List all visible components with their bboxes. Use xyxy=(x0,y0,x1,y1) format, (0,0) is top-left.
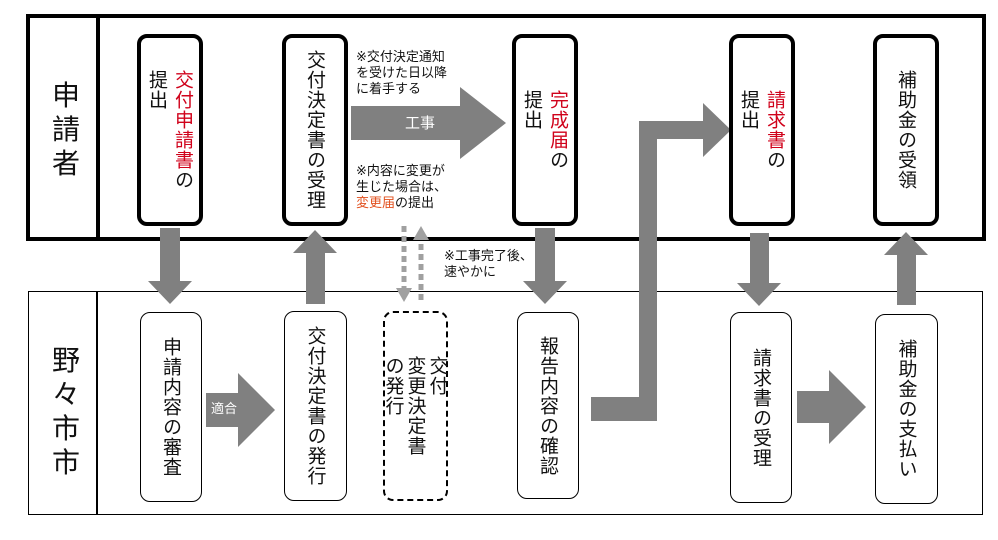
lane-divider xyxy=(96,18,100,237)
step-payment: 補助金の支払い xyxy=(875,314,938,504)
lane-label-char: 請 xyxy=(51,113,80,146)
step-request-receive-text: 請求書の受理 xyxy=(750,347,772,468)
arrow-report-to-request xyxy=(591,103,731,421)
step-complete-rest: の 提出 xyxy=(521,90,569,170)
lane-label-char: 申 xyxy=(51,79,80,112)
city-lane xyxy=(28,291,983,515)
applicant-lane-label: 申 請 者 xyxy=(46,79,86,181)
step-apply: 交付申請書の 提出 xyxy=(137,34,203,226)
note-change: ※内容に変更が 生じた場合は、 変更届の提出 xyxy=(356,164,447,212)
step-grant-issue: 交付決定書の発行 xyxy=(284,311,347,501)
arrow-payment-to-subsidy xyxy=(884,232,928,305)
step-complete-highlight: 完成届 xyxy=(547,90,569,150)
note-line: ※交付決定通知 xyxy=(356,50,445,65)
lane-label-char: 市 xyxy=(51,412,80,445)
lane-label-char: 々 xyxy=(51,378,80,411)
arrow-grant-issue-to-receive xyxy=(293,230,337,304)
note-line: ※工事完了後、 xyxy=(444,249,533,264)
step-review: 申請内容の審査 xyxy=(140,312,202,502)
note-start: ※交付決定通知 を受けた日以降 に着手する xyxy=(356,50,447,98)
step-complete: 完成届の 提出 xyxy=(512,34,578,226)
arrow-apply-to-review xyxy=(148,228,192,304)
step-change-issue-text: 交付 変更決定書 の発行 xyxy=(382,356,449,456)
step-request-rest: の 提出 xyxy=(738,90,786,170)
step-apply-highlight: 交付申請書 xyxy=(172,70,194,170)
lane-label-char: 野 xyxy=(51,344,80,377)
step-review-text: 申請内容の審査 xyxy=(160,337,182,477)
arrow-request-to-receive xyxy=(737,233,781,306)
step-request-highlight: 請求書 xyxy=(764,90,786,150)
arrow-approve xyxy=(206,373,275,447)
step-payment-text: 補助金の支払い xyxy=(895,339,918,479)
step-request: 請求書の 提出 xyxy=(729,34,795,226)
step-report-check-text: 報告内容の確認 xyxy=(537,335,559,476)
arrow-work xyxy=(351,87,506,159)
step-grant-issue-text: 交付決定書の発行 xyxy=(304,326,327,486)
note-change-highlight: 変更届 xyxy=(356,196,396,211)
lane-divider xyxy=(96,292,98,514)
note-line: 速やかに xyxy=(444,265,497,280)
arrow-receive-to-payment xyxy=(797,370,866,444)
work-label: 工事 xyxy=(405,114,436,132)
note-line: ※内容に変更が xyxy=(356,164,445,179)
applicant-lane xyxy=(26,14,986,241)
approve-label: 適合 xyxy=(211,402,238,417)
step-request-receive: 請求書の受理 xyxy=(730,312,792,503)
note-after: ※工事完了後、 速やかに xyxy=(444,249,533,281)
note-line: を受けた日以降 xyxy=(356,66,448,81)
step-report-check: 報告内容の確認 xyxy=(517,312,579,499)
step-subsidy-receive-text: 補助金の受領 xyxy=(895,70,917,190)
step-apply-rest: の 提出 xyxy=(146,70,194,190)
step-grant-receive: 交付決定書の受理 xyxy=(282,34,348,226)
note-line: に着手する xyxy=(356,82,422,97)
step-change-issue: 交付 変更決定書 の発行 xyxy=(382,311,449,501)
arrow-complete-to-report xyxy=(523,228,567,304)
lane-label-char: 市 xyxy=(51,446,80,479)
step-grant-receive-text: 交付決定書の受理 xyxy=(304,50,326,210)
note-line: 生じた場合は、 xyxy=(356,180,448,195)
lane-label-char: 者 xyxy=(51,147,80,180)
note-change-tail: の提出 xyxy=(395,196,435,211)
city-lane-label: 野 々 市 市 xyxy=(46,344,86,480)
step-subsidy-receive: 補助金の受領 xyxy=(873,34,939,226)
